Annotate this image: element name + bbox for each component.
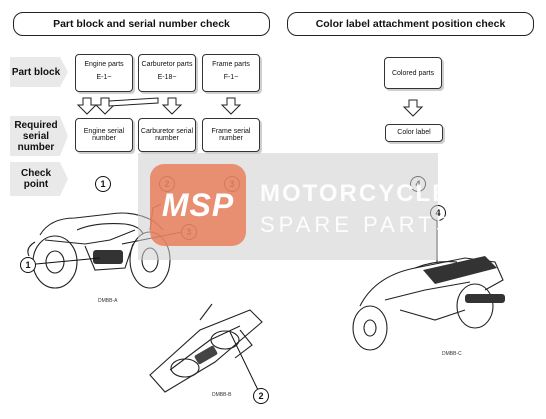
part-card-carburetor: Carburetor parts E-18~: [138, 54, 196, 92]
colored-parts-card: Colored parts: [384, 57, 442, 89]
row-label-required-serial-text: Required serial number: [14, 119, 58, 153]
serial-card-label: Carburetor serial number: [140, 128, 194, 142]
caption-c: DMBB-C: [442, 351, 462, 357]
watermark-logo: MSP: [150, 164, 246, 246]
callout-number-1: 1: [20, 257, 36, 273]
down-arrow-icon: [402, 99, 424, 117]
row-label-required-serial: Required serial number: [10, 116, 68, 156]
part-card-frame: Frame parts F-1~: [202, 54, 260, 92]
part-card-label: Frame parts: [212, 61, 250, 68]
part-card-label: Engine parts: [84, 61, 124, 68]
connector-bar: [108, 97, 159, 107]
serial-card-engine: Engine serial number: [75, 118, 133, 152]
part-card-engine: Engine parts E-1~: [75, 54, 133, 92]
row-label-part-block: Part block: [10, 57, 68, 87]
frame-carburetor-illustration: [149, 303, 263, 393]
part-card-code: E-1~: [96, 74, 112, 81]
watermark-line1: MOTORCYCLE: [260, 180, 451, 207]
part-card-code: E-18~: [157, 74, 177, 81]
part-card-code: F-1~: [223, 74, 239, 81]
serial-card-label: Engine serial number: [83, 128, 125, 142]
callout-number-2: 2: [253, 388, 269, 404]
left-panel-title: Part block and serial number check: [13, 12, 270, 36]
color-label-text: Color label: [397, 129, 431, 136]
colored-parts-label: Colored parts: [391, 70, 435, 77]
serial-card-frame: Frame serial number: [202, 118, 260, 152]
color-label-card: Color label: [385, 124, 443, 142]
row-label-check-point: Check point: [10, 162, 68, 196]
down-arrow-icon: [220, 97, 242, 115]
serial-card-label: Frame serial number: [211, 128, 251, 142]
check-number-1: 1: [95, 176, 111, 192]
watermark-logo-text: MSP: [161, 186, 235, 223]
down-arrow-icon: [94, 97, 116, 115]
down-arrow-icon: [76, 97, 98, 115]
caption-a: DMBB-A: [98, 298, 118, 304]
serial-card-carburetor: Carburetor serial number: [138, 118, 196, 152]
part-card-label: Carburetor parts: [141, 61, 193, 68]
row-label-check-point-text: Check point: [20, 168, 51, 190]
right-panel-title: Color label attachment position check: [287, 12, 534, 36]
row-label-part-block-text: Part block: [11, 66, 61, 78]
down-arrow-icon: [161, 97, 183, 115]
watermark-line2: SPARE PARTS: [260, 212, 455, 237]
caption-b: DMBB-B: [212, 392, 232, 398]
motorcycle-rear-illustration: [352, 256, 505, 351]
